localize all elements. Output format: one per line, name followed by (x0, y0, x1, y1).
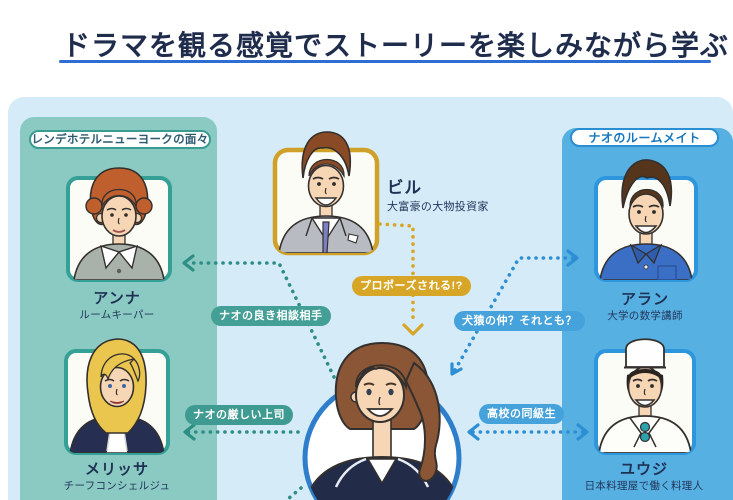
portrait-nao-main-character (302, 341, 462, 500)
label-advisor: ナオの良き相談相手 (211, 306, 331, 326)
label-boss: ナオの厳しい上司 (185, 405, 293, 425)
anna-role: ルームキーパー (79, 309, 155, 321)
page-title: ドラマを観る感覚でストーリーを楽しみながら学ぶ (62, 30, 730, 61)
arrow-classmate (467, 423, 589, 441)
bill-name: ビル (387, 179, 422, 197)
portrait-bill (272, 131, 380, 256)
melissa-name: メリッサ (84, 461, 149, 478)
arrow-rivalry (450, 249, 579, 376)
arrow-propose (378, 222, 424, 336)
portrait-alan (594, 159, 698, 282)
label-rivalry: 犬猿の仲？それとも？ (454, 311, 585, 331)
label-propose: プロポーズされる!? (352, 276, 471, 296)
arrow-advisor (182, 254, 336, 379)
alan-name: アラン (620, 291, 669, 308)
alan-role: 大学の数学講師 (607, 310, 683, 322)
hotel-members-header: レンデホテルニューヨークの面々 (29, 130, 211, 149)
portrait-anna (66, 167, 172, 282)
portrait-yuji (594, 338, 696, 455)
roommates-header: ナオのルームメイト (570, 128, 719, 147)
melissa-role: チーフコンシェルジュ (63, 480, 171, 492)
bill-role: 大富豪の大物投資家 (387, 201, 489, 213)
label-classmate: 高校の同級生 (479, 404, 564, 424)
portrait-melissa (64, 338, 170, 455)
yuji-role: 日本料理屋で働く料理人 (584, 480, 704, 492)
anna-name: アンナ (93, 290, 141, 307)
arrow-boss (183, 423, 303, 500)
yuji-name: ユウジ (619, 461, 668, 478)
title-underline (59, 60, 711, 63)
